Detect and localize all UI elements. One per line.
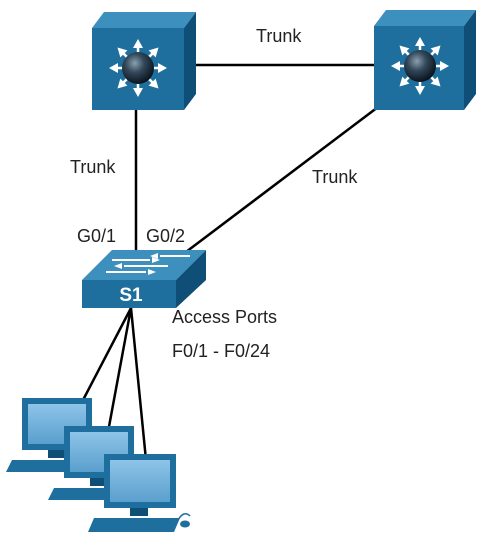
multilayer-switch-icon: [92, 12, 196, 110]
mouse-icon: [177, 513, 191, 528]
port-label-g0-2: G0/2: [146, 226, 185, 246]
access-link-pc3: [129, 307, 148, 461]
pc-icon: [88, 454, 191, 532]
multilayer-switch-icon: [374, 10, 476, 110]
access-switch-icon: S1: [82, 250, 206, 308]
port-label-g0-1: G0/1: [77, 226, 116, 246]
trunk-label-left: Trunk: [70, 157, 116, 177]
access-link-pc2: [106, 307, 133, 433]
trunk-label-right: Trunk: [312, 167, 358, 187]
switch-name: S1: [119, 285, 143, 306]
access-ports-range: F0/1 - F0/24: [172, 341, 270, 361]
trunk-label-top: Trunk: [256, 26, 302, 46]
access-link-pc1: [80, 307, 133, 403]
trunk-link-right: [177, 103, 383, 259]
access-ports-title: Access Ports: [172, 307, 277, 327]
